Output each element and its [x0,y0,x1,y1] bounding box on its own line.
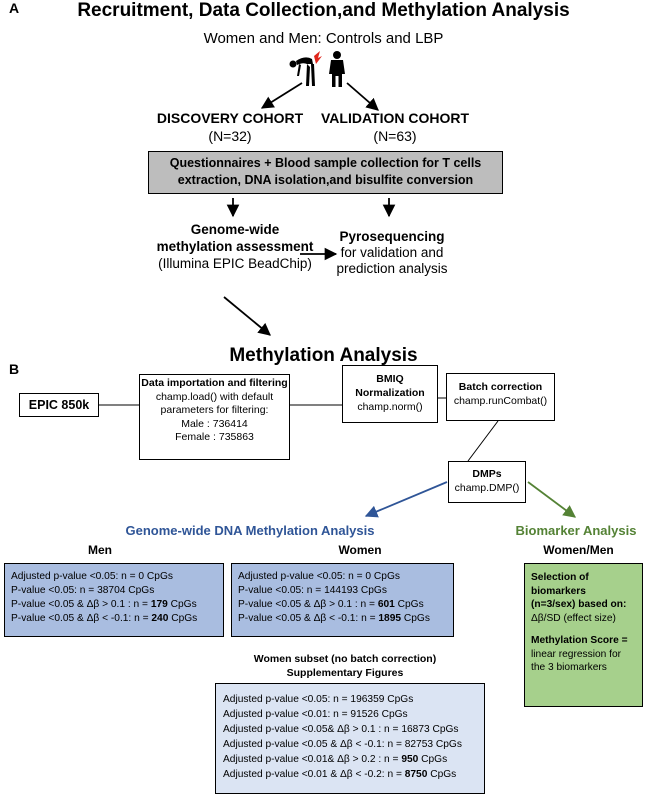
women-men-label: Women/Men [543,543,614,557]
panel-a-title: Recruitment, Data Collection,and Methyla… [77,0,570,21]
pyro-line-3: prediction analysis [336,261,448,276]
batch-title: Batch correction [458,381,543,393]
arrow-to-genome-wide-analysis [364,481,448,518]
bio-line-5: Methylation Score = [531,635,628,646]
men-line-2: P-value <0.05: n = 38704 CpGs [11,585,155,596]
validation-cohort-title: VALIDATION COHORT [320,110,470,126]
discovery-cohort-n: (N=32) [208,128,252,144]
genome-wide-line-1: Genome-wide [190,222,280,237]
arrow-to-panel-b [223,296,271,336]
subset-line-2: Adjusted p-value <0.01: n = 91526 CpGs [223,709,408,720]
men-results-box: Adjusted p-value <0.05: n = 0 CpGs P-val… [4,563,224,637]
panel-a-label: A [9,0,20,16]
import-male: Male : 736414 [181,417,248,430]
collection-line-1: Questionnaires + Blood sample collection… [169,156,482,170]
biomarker-box: Selection of biomarkers (n=3/sex) based … [524,563,643,707]
subset-line-5: Adjusted p-value <0.01& Δβ > 0.2 : n = 9… [223,754,448,765]
women-line-2: P-value <0.05: n = 144193 CpGs [238,585,387,596]
men-count-up: 179 [150,599,168,610]
bio-line-4: Δβ/SD (effect size) [531,612,616,624]
dmps-func: champ.DMP() [454,482,520,494]
bio-line-2: biomarkers [531,585,586,597]
men-line-3: P-value <0.05 & Δβ > 0.1 : n = 179 CpGs [11,599,197,610]
subset-title-2: Supplementary Figures [286,667,404,679]
bmiq-line-1: BMIQ [376,373,404,385]
dmps-title: DMPs [472,468,502,480]
pyrosequencing: Pyrosequencing for validation and predic… [322,229,462,277]
import-line-2: parameters for filtering: [160,404,269,416]
dmps-box: DMPs champ.DMP() [448,461,526,503]
batch-correction-box: Batch correction champ.runCombat() [446,373,555,421]
epic-850k-box: EPIC 850k [19,393,99,417]
arrow-to-biomarker-analysis [527,481,577,518]
subset-title-1: Women subset (no batch correction) [253,653,437,665]
men-label: Men [88,543,112,557]
men-count-down: 240 [151,613,169,624]
pyro-line-2: for validation and [340,245,444,260]
panel-b-title: Methylation Analysis [229,345,418,366]
line-batch-to-dmps [467,420,499,462]
women-count-up: 601 [377,599,395,610]
pain-mark [314,51,322,64]
discovery-cohort-title: DISCOVERY COHORT [156,110,304,126]
women-subset-box: Adjusted p-value <0.05: n = 196359 CpGs … [215,683,485,794]
biomarker-analysis-title: Biomarker Analysis [515,523,637,538]
arrow-to-discovery [260,82,303,109]
pyro-line-1: Pyrosequencing [339,229,445,244]
import-line-1: champ.load() with default [155,390,274,403]
genome-wide-assessment: Genome-wide methylation assessment (Illu… [155,221,315,272]
men-line-4: P-value <0.05 & Δβ < -0.1: n = 240 CpGs [11,613,198,624]
subset-count-up: 950 [401,754,419,765]
bmiq-box: BMIQ Normalization champ.norm() [342,365,438,423]
women-results-box: Adjusted p-value <0.05: n = 0 CpGs P-val… [231,563,454,637]
import-title: Data importation and filtering [141,377,288,389]
standing-figure-icon [329,51,345,87]
data-import-box: Data importation and filtering champ.loa… [139,374,290,460]
subset-line-3: Adjusted p-value <0.05& Δβ > 0.1 : n = 1… [223,724,459,735]
import-female: Female : 735863 [175,431,254,443]
collection-box: Questionnaires + Blood sample collection… [148,151,503,194]
genome-wide-analysis-title: Genome-wide DNA Methylation Analysis [125,523,375,538]
women-count-down: 1895 [378,613,402,624]
bent-figure-icon [289,57,315,86]
bio-line-6: linear regression for [531,648,622,660]
women-line-3: P-value <0.05 & Δβ > 0.1 : n = 601 CpGs [238,599,424,610]
bmiq-line-2: Normalization [355,387,425,399]
panel-b-label: B [9,361,20,377]
bmiq-line-3: champ.norm() [357,401,423,413]
men-line-1: Adjusted p-value <0.05: n = 0 CpGs [11,571,173,582]
bio-line-7: the 3 biomarkers [531,662,607,673]
women-line-4: P-value <0.05 & Δβ < -0.1: n = 1895 CpGs [238,613,430,624]
validation-cohort-n: (N=63) [373,128,417,144]
subset-title: Women subset (no batch correction) Suppl… [230,652,460,680]
subset-count-down: 8750 [404,769,428,780]
genome-wide-line-2: methylation assessment [156,239,314,254]
bio-line-3: (n=3/sex) based on: [531,599,627,610]
women-line-1: Adjusted p-value <0.05: n = 0 CpGs [238,571,400,582]
genome-wide-line-3: (Illumina EPIC BeadChip) [158,256,312,271]
bio-line-1: Selection of [531,572,589,583]
subset-line-4: Adjusted p-value <0.05 & Δβ < -0.1: n = … [223,739,462,750]
collection-line-2: extraction, DNA isolation,and bisulfite … [177,173,474,187]
batch-func: champ.runCombat() [453,395,548,407]
arrow-to-validation [346,82,379,111]
women-label: Women [338,543,382,557]
people-icon [289,51,345,87]
panel-a-subtitle: Women and Men: Controls and LBP [203,30,444,47]
subset-line-6: Adjusted p-value <0.01 & Δβ < -0.2: n = … [223,769,457,780]
subset-line-1: Adjusted p-value <0.05: n = 196359 CpGs [223,694,414,705]
